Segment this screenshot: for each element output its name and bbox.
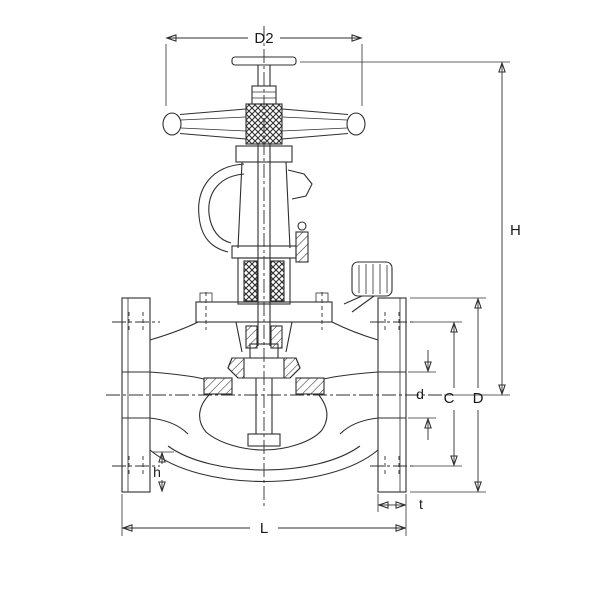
body-bottom-outer-wall (149, 449, 379, 482)
disc-section-left (227, 357, 245, 379)
dim-label-D: D (473, 390, 484, 407)
port-lower-wall-left (149, 417, 189, 435)
disc-section-right (283, 357, 301, 379)
yoke-casing-line (285, 161, 291, 249)
bonnet-flange-band (195, 301, 333, 323)
side-fitting-neck-line (343, 295, 363, 305)
backseat-bushing-left (245, 325, 258, 349)
yoke-top-plate (235, 145, 293, 163)
side-fitting (343, 261, 393, 313)
dimension-L: L (122, 494, 406, 537)
body-bottom-inner-wall (167, 445, 361, 471)
handwheel-rim-line (281, 132, 349, 140)
handwheel-left-knob (162, 112, 182, 136)
seat-ring-right (295, 377, 325, 395)
gland-eyebolt (295, 231, 309, 263)
dim-label-d: d (416, 386, 424, 402)
side-fitting-neck-line (351, 295, 375, 313)
bonnet-neck-line (285, 321, 293, 353)
packing-gland (231, 221, 309, 305)
side-fitting-wheel (351, 261, 393, 297)
valve-body (149, 321, 379, 482)
dimension-C: C (410, 322, 462, 466)
packing-right (270, 260, 285, 302)
dim-label-D2: D2 (254, 30, 273, 47)
disc-guide-foot (247, 433, 281, 447)
yoke-arm-inner-curve (208, 173, 245, 244)
right-flange-plate (377, 297, 407, 493)
handwheel-right-knob (346, 112, 366, 136)
seat-ring-left (203, 377, 233, 395)
seat (199, 377, 328, 451)
dim-label-C: C (444, 390, 455, 407)
handwheel-rim-line (179, 108, 247, 116)
stem-top-cap (231, 56, 297, 66)
handwheel-spoke-line (180, 116, 247, 121)
handwheel-rim-line (281, 108, 349, 116)
bonnet-flange (195, 292, 333, 353)
dimension-D: D (410, 298, 486, 492)
packing-left (243, 260, 258, 302)
yoke-arm-outer-curve (198, 163, 245, 253)
yoke (198, 145, 313, 253)
gland-eyebolt-pin (297, 221, 307, 231)
handwheel-spoke-line (180, 127, 247, 132)
dimensions: D2 H C D (122, 30, 521, 537)
handwheel-hub (245, 103, 283, 145)
left-flange (112, 297, 160, 493)
body-upper-left-wall (149, 321, 199, 341)
handwheel-spoke-line (281, 116, 348, 121)
seat-partition-bowl (199, 393, 328, 451)
dimension-H: H (300, 62, 521, 395)
dimension-h: h (152, 452, 174, 491)
right-flange (370, 297, 414, 493)
dim-label-t: t (419, 496, 423, 512)
bonnet-neck-line (235, 321, 243, 353)
body-upper-right-wall (331, 321, 379, 341)
dimension-d-bore: d (408, 350, 436, 440)
handwheel-rim-line (179, 132, 247, 140)
stuffing-box (237, 257, 291, 305)
yoke-right-bracket (287, 169, 313, 200)
dimension-t: t (378, 494, 423, 512)
dim-label-H: H (510, 222, 521, 239)
disc-assembly (227, 343, 301, 447)
handwheel (162, 103, 366, 145)
dimension-D2: D2 (166, 30, 362, 106)
dim-label-L: L (260, 520, 268, 537)
handwheel-spoke-line (281, 127, 348, 132)
backseat-bushing-right (270, 325, 283, 349)
dim-label-h: h (153, 464, 161, 480)
port-upper-wall-right (323, 371, 379, 380)
left-flange-plate (121, 297, 151, 493)
globe-valve-cross-section (112, 56, 414, 493)
port-upper-wall-left (149, 371, 205, 380)
port-lower-wall-right (339, 417, 379, 435)
yoke-casing-line (237, 161, 243, 249)
